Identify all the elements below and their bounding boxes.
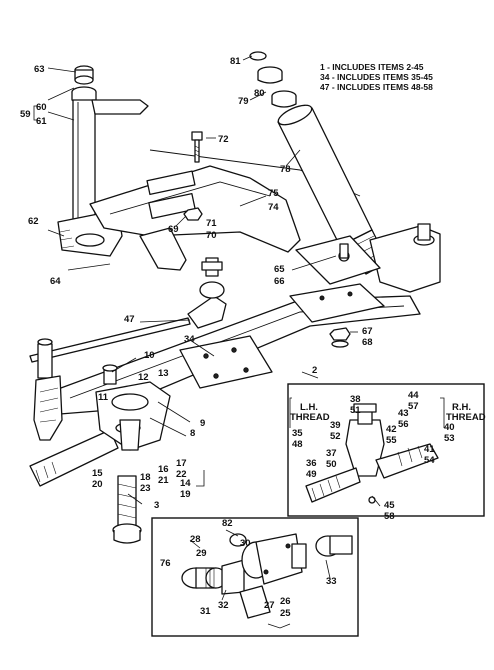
nut-70-71: [183, 207, 203, 221]
callout-15: 15: [92, 468, 103, 479]
callout-32: 32: [218, 600, 229, 611]
callout-9: 9: [200, 418, 205, 429]
callout-48: 48: [292, 439, 303, 450]
callout-64: 64: [50, 276, 61, 287]
callout-75: 75: [268, 188, 279, 199]
callout-18: 18: [140, 472, 151, 483]
tie-rod-47: [29, 257, 227, 363]
callout-61: 61: [36, 116, 47, 127]
callout-41: 41: [424, 444, 435, 455]
note-line-1: 1 - INCLUDES ITEMS 2-45: [320, 62, 424, 72]
notes-block: 1 - INCLUDES ITEMS 2-45 34 - INCLUDES IT…: [320, 62, 433, 92]
callout-31: 31: [200, 606, 211, 617]
callout-33: 33: [326, 576, 337, 587]
leader-lines: [47, 55, 358, 601]
callout-57: 57: [408, 401, 419, 412]
callout-39: 39: [330, 420, 341, 431]
callout-20: 20: [92, 479, 103, 490]
right-frame-bracket: [295, 223, 441, 293]
callout-81: 81: [230, 56, 241, 67]
callout-13: 13: [158, 368, 169, 379]
callout-44: 44: [408, 390, 419, 401]
kingpin-assembly: [57, 65, 149, 257]
callout-56: 56: [398, 419, 409, 430]
callout-78: 78: [280, 164, 291, 175]
callout-42: 42: [386, 424, 397, 435]
note-line-2: 34 - INCLUDES ITEMS 35-45: [320, 72, 433, 82]
callout-70: 70: [206, 230, 217, 241]
callout-69: 69: [168, 224, 179, 235]
callout-17: 17: [176, 458, 187, 469]
callout-12: 12: [138, 372, 149, 383]
callout-8: 8: [190, 428, 195, 439]
callout-53: 53: [444, 433, 455, 444]
note-line-3: 47 - INCLUDES ITEMS 48-58: [320, 82, 433, 92]
callout-25: 25: [280, 608, 291, 619]
callout-54: 54: [424, 455, 435, 466]
callout-80: 80: [254, 88, 265, 99]
callout-55: 55: [386, 435, 397, 446]
right-hand-thread-label-2: THREAD: [446, 412, 486, 423]
callout-82: 82: [222, 518, 233, 529]
callout-19: 19: [180, 489, 191, 500]
callout-21: 21: [158, 475, 169, 486]
nut-67-68: [329, 327, 351, 348]
lower-spindle-assembly: [29, 338, 171, 544]
callout-68: 68: [362, 337, 373, 348]
callout-2: 2: [312, 365, 317, 376]
callout-43: 43: [398, 408, 409, 419]
callout-50: 50: [326, 459, 337, 470]
callout-66: 66: [274, 276, 285, 287]
tie-rod-end-inset: [287, 383, 485, 517]
callout-40: 40: [444, 422, 455, 433]
callout-62: 62: [28, 216, 39, 227]
callout-38: 38: [350, 394, 361, 405]
callout-26: 26: [280, 596, 291, 607]
callout-27: 27: [264, 600, 275, 611]
bolt-72: [191, 131, 203, 163]
callout-35: 35: [292, 428, 303, 439]
callout-51: 51: [350, 405, 361, 416]
callout-52: 52: [330, 431, 341, 442]
callout-63: 63: [34, 64, 45, 75]
callout-14: 14: [180, 478, 191, 489]
callout-59: 59: [20, 109, 31, 120]
callout-37: 37: [326, 448, 337, 459]
hub-assembly-inset: [151, 517, 359, 637]
callout-71: 71: [206, 218, 217, 229]
callout-28: 28: [190, 534, 201, 545]
callout-34: 34: [184, 334, 195, 345]
callout-10: 10: [144, 350, 155, 361]
left-hand-thread-label-2: THREAD: [290, 412, 330, 423]
left-hand-thread-label-1: L.H.: [300, 402, 318, 413]
callout-49: 49: [306, 469, 317, 480]
callout-65: 65: [274, 264, 285, 275]
callout-16: 16: [158, 464, 169, 475]
callout-30: 30: [240, 538, 251, 549]
callout-11: 11: [98, 392, 109, 403]
callout-36: 36: [306, 458, 317, 469]
callout-23: 23: [140, 483, 151, 494]
callout-47: 47: [124, 314, 135, 325]
callout-numbers: 63 60 59 61 81 80 79 72 78 75 74 69 71 7…: [20, 56, 455, 619]
callout-67: 67: [362, 326, 373, 337]
callout-22: 22: [176, 469, 187, 480]
callout-79: 79: [238, 96, 249, 107]
callout-29: 29: [196, 548, 207, 559]
callout-brackets: [33, 105, 445, 629]
thread-labels: L.H. THREAD R.H. THREAD: [290, 402, 486, 423]
callout-74: 74: [268, 202, 279, 213]
callout-45: 45: [384, 500, 395, 511]
right-hand-thread-label-1: R.H.: [452, 402, 471, 413]
callout-58: 58: [384, 511, 395, 522]
callout-60: 60: [36, 102, 47, 113]
callout-3: 3: [154, 500, 159, 511]
callout-76: 76: [160, 558, 171, 569]
callout-72: 72: [218, 134, 229, 145]
